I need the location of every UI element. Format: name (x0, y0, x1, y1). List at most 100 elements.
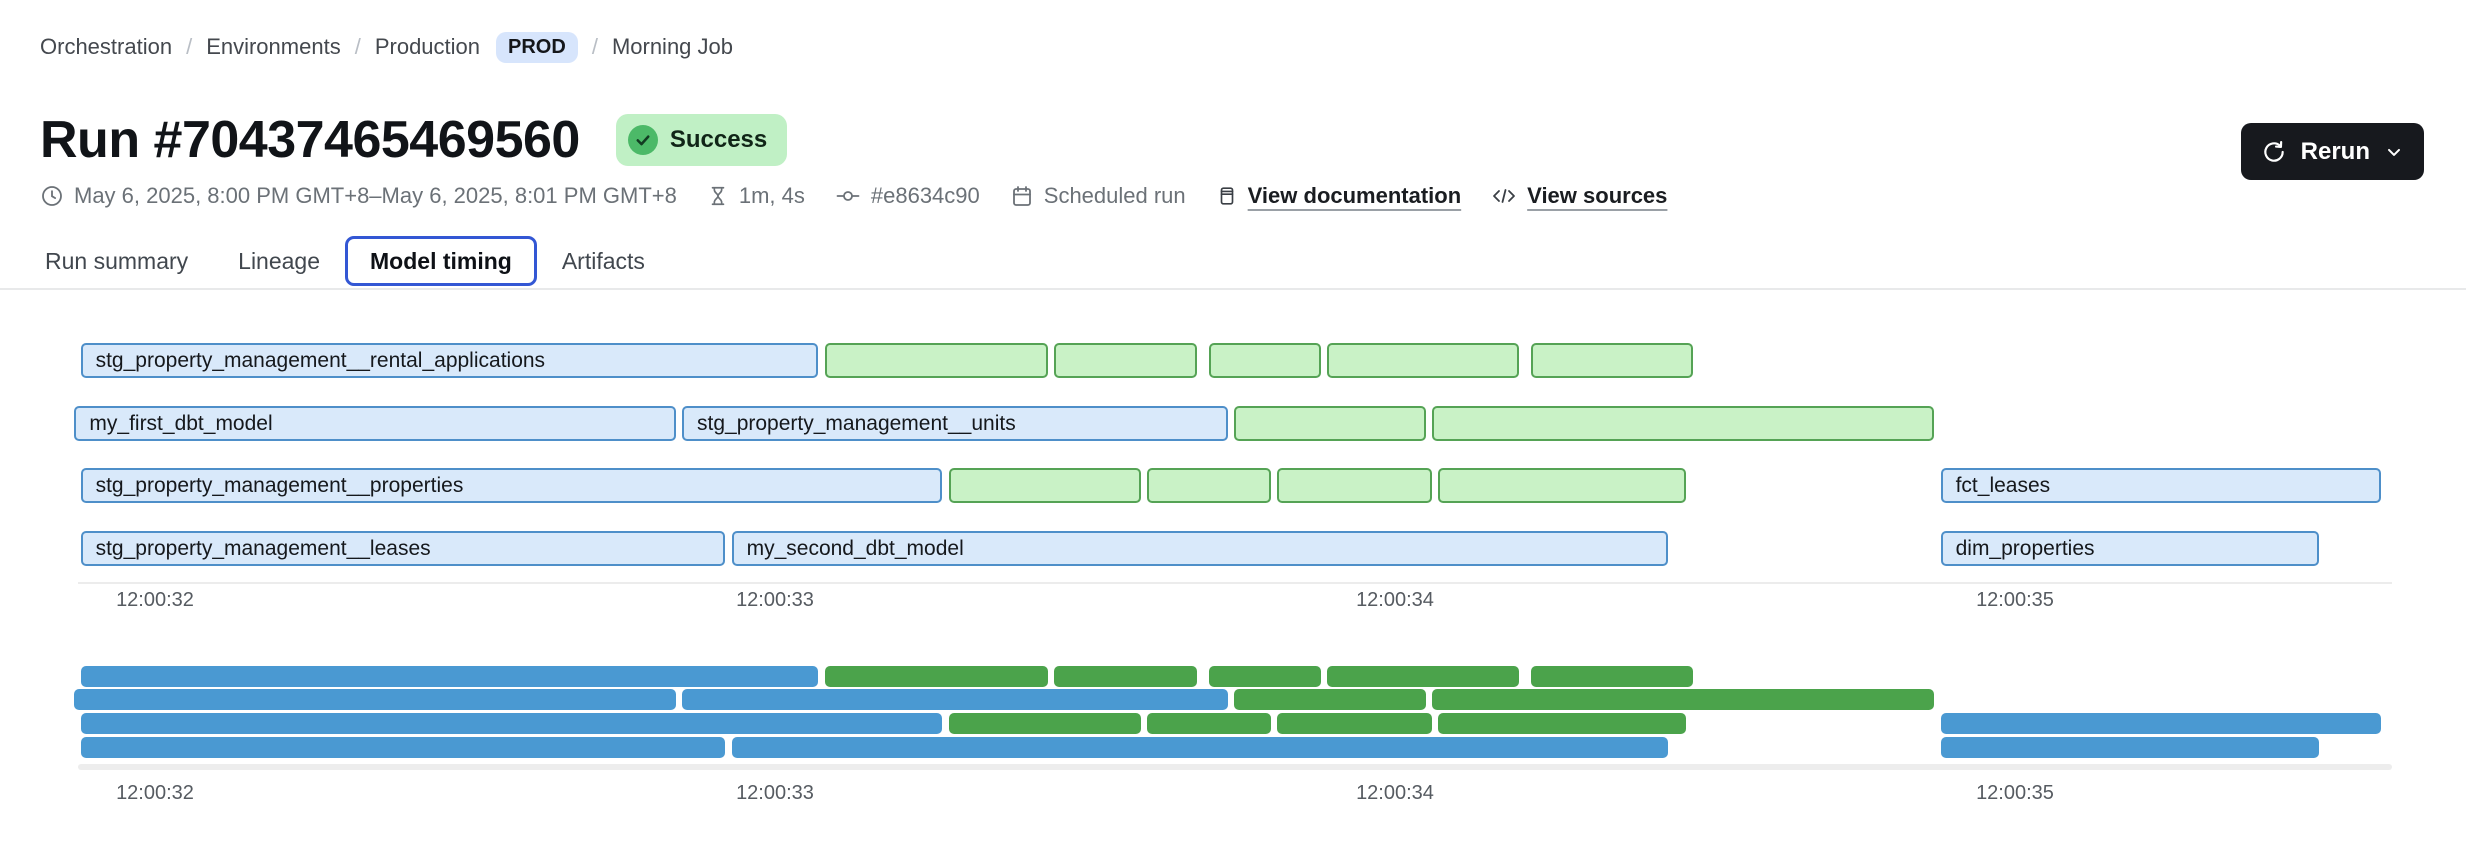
meta-view-documentation[interactable]: View documentation (1216, 183, 1462, 209)
tab-model-timing[interactable]: Model timing (345, 236, 537, 286)
rerun-label: Rerun (2300, 137, 2370, 165)
success-check-icon (627, 125, 658, 155)
minimap-bar-model (1940, 737, 2319, 758)
gantt-bar-label: stg_property_management__properties (95, 473, 464, 497)
minimap-bar-model (80, 737, 726, 758)
gantt-bar-test[interactable] (1531, 343, 1693, 378)
minimap-bar-model (74, 689, 676, 710)
gantt-bar-label: my_first_dbt_model (89, 411, 273, 435)
refresh-icon (2261, 139, 2287, 165)
meta-text: Scheduled run (1043, 183, 1186, 208)
minimap-bar-model (1940, 713, 2381, 734)
meta-1m-4s: 1m, 4s (707, 183, 805, 209)
breadcrumb-item-environments[interactable]: Environments (206, 34, 341, 59)
gantt-bar-label: stg_property_management__units (697, 411, 1016, 435)
gantt-bar-test[interactable] (1054, 343, 1197, 378)
minimap-bar-test (1277, 713, 1433, 734)
chevron-down-icon[interactable] (2384, 142, 2404, 162)
breadcrumb-separator: / (591, 34, 598, 59)
minimap-bar-model (682, 689, 1228, 710)
minimap-bar-test (1147, 713, 1271, 734)
gantt-bar-test[interactable] (1326, 343, 1519, 378)
gantt-bar-label: dim_properties (1955, 536, 2095, 560)
gantt-bar-model-fct_leases[interactable]: fct_leases (1940, 468, 2381, 503)
gantt-bar-test[interactable] (1277, 468, 1433, 503)
gantt-bar-test[interactable] (824, 343, 1048, 378)
hourglass-icon (707, 184, 729, 208)
gantt-axis-tick-label: 12:00:35 (1976, 589, 2054, 611)
gantt-bar-model-stg_property_management__properties[interactable]: stg_property_management__properties (80, 468, 943, 503)
minimap-axis-tick-label: 12:00:34 (1356, 782, 1434, 804)
meta-view-sources[interactable]: View sources (1491, 183, 1667, 209)
gantt-bar-test[interactable] (1438, 468, 1687, 503)
environment-badge: PROD (496, 31, 578, 63)
page-title: Run #70437465469560 (40, 111, 580, 169)
model-timing-gantt: stg_property_management__rental_applicat… (0, 290, 2466, 842)
minimap-bar-test (1326, 666, 1519, 687)
minimap-bar-model (80, 713, 943, 734)
minimap-bar-model (731, 737, 1668, 758)
minimap-axis-tick-label: 12:00:33 (736, 782, 814, 804)
gantt-bar-label: stg_property_management__rental_applicat… (95, 348, 546, 372)
breadcrumb-separator: / (186, 34, 193, 59)
commit-icon (835, 184, 861, 208)
minimap-bar-test (824, 666, 1048, 687)
breadcrumb-item-production[interactable]: Production (374, 34, 481, 59)
minimap-bar-test (1054, 666, 1197, 687)
gantt-bar-model-dim_properties[interactable]: dim_properties (1940, 531, 2319, 566)
status-badge: Success (615, 114, 788, 166)
tab-lineage[interactable]: Lineage (238, 247, 321, 274)
minimap-bar-test (1432, 689, 1935, 710)
minimap-bar-test (948, 713, 1141, 734)
rerun-button[interactable]: Rerun (2240, 123, 2424, 180)
title-row: Run #70437465469560 Success (40, 110, 2466, 170)
gantt-bar-model-stg_property_management__rental_applications[interactable]: stg_property_management__rental_applicat… (80, 343, 819, 378)
gantt-axis-tick-label: 12:00:33 (736, 589, 814, 611)
tabs-divider (0, 288, 2466, 290)
minimap-axis-tick-label: 12:00:32 (116, 782, 194, 804)
clock-icon (40, 184, 64, 208)
minimap-scroll-track[interactable] (78, 764, 2392, 770)
gantt-bar-test[interactable] (948, 468, 1141, 503)
meta-text: #e8634c90 (870, 183, 980, 208)
gantt-bar-model-stg_property_management__units[interactable]: stg_property_management__units (682, 406, 1228, 441)
gantt-bar-label: my_second_dbt_model (746, 536, 964, 560)
gantt-axis-tick-label: 12:00:32 (116, 589, 194, 611)
minimap-bar-test (1233, 689, 1426, 710)
breadcrumb: Orchestration / Environments / Production PRO… (40, 30, 2466, 64)
minimap-bar-model (80, 666, 819, 687)
meta-text: May 6, 2025, 8:00 PM GMT+8–May 6, 2025, … (74, 183, 677, 208)
gantt-bar-label: fct_leases (1955, 473, 2051, 497)
status-label: Success (669, 126, 768, 153)
minimap-axis-tick-label: 12:00:35 (1976, 782, 2054, 804)
meta-text: View sources (1527, 183, 1668, 208)
calendar-icon (1010, 184, 1034, 208)
gantt-axis-line (78, 582, 2392, 584)
meta-text: View documentation (1247, 183, 1462, 208)
gantt-bar-test[interactable] (1432, 406, 1935, 441)
gantt-axis-tick-label: 12:00:34 (1356, 589, 1434, 611)
gantt-bar-test[interactable] (1209, 343, 1321, 378)
breadcrumb-item-morning-job: Morning Job (611, 34, 734, 59)
gantt-bar-test[interactable] (1233, 406, 1426, 441)
minimap-bar-test (1531, 666, 1693, 687)
gantt-bar-test[interactable] (1147, 468, 1271, 503)
breadcrumb-item-orchestration[interactable]: Orchestration (40, 34, 173, 59)
breadcrumb-separator: / (354, 34, 361, 59)
document-icon (1216, 184, 1238, 208)
gantt-bar-label: stg_property_management__leases (95, 536, 431, 560)
gantt-bar-model-stg_property_management__leases[interactable]: stg_property_management__leases (80, 531, 726, 566)
tab-run-summary[interactable]: Run summary (45, 247, 189, 274)
minimap-bar-test (1438, 713, 1687, 734)
gantt-bar-model-my_second_dbt_model[interactable]: my_second_dbt_model (731, 531, 1668, 566)
meta-may-6-2025-8-00-pm: May 6, 2025, 8:00 PM GMT+8–May 6, 2025, … (40, 183, 677, 209)
meta-text: 1m, 4s (738, 183, 805, 208)
run-meta-row: May 6, 2025, 8:00 PM GMT+8–May 6, 2025, … (40, 180, 2466, 212)
tab-artifacts[interactable]: Artifacts (561, 247, 645, 274)
code-icon (1491, 185, 1517, 207)
meta-scheduled-run: Scheduled run (1010, 183, 1186, 209)
minimap-bar-test (1209, 666, 1321, 687)
meta--e8634c90: #e8634c90 (835, 183, 980, 209)
gantt-bar-model-my_first_dbt_model[interactable]: my_first_dbt_model (74, 406, 676, 441)
tabs: Run summary Lineage Model timing Artifacts (20, 236, 2466, 286)
